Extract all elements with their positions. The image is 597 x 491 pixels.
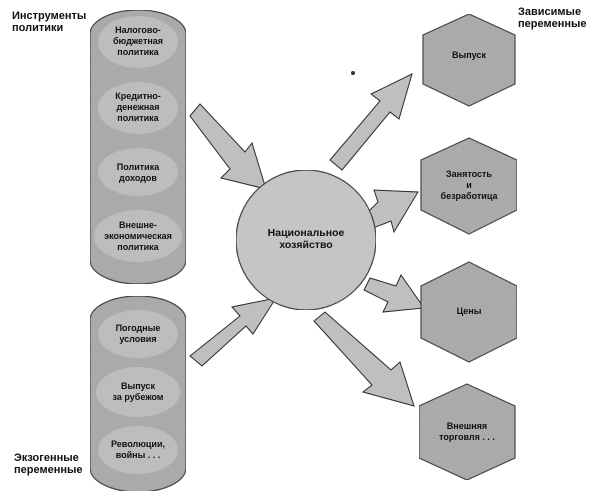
arrow-economy-to-prices — [363, 273, 425, 313]
instrument-label-foreign-trade: Внешне- экономическая политика — [104, 220, 172, 252]
instrument-label-fiscal: Налогово- бюджетная политика — [112, 25, 164, 57]
national-economy-label: Национальное хозяйство — [267, 227, 345, 251]
instrument-ellipse-foreign-trade — [94, 210, 182, 262]
arrow-economy-to-trade — [313, 311, 415, 407]
hexagon-output — [422, 13, 516, 107]
outcome-hexagons — [418, 13, 518, 481]
scan-speck — [351, 71, 355, 75]
hexagon-trade — [418, 383, 516, 481]
exogenous-label-weather: Погодные условия — [115, 323, 161, 344]
exogenous-label-foreign-output: Выпуск за рубежом — [112, 381, 164, 402]
exogenous-ellipse-weather — [98, 310, 178, 358]
exogenous-label-wars: Революции, войны . . . — [111, 439, 165, 460]
instruments-cylinder — [89, 9, 187, 285]
exogenous-heading: Экзогенные переменные — [14, 452, 83, 476]
arrow-economy-to-output — [329, 73, 413, 171]
instrument-label-incomes: Политика доходов — [116, 162, 160, 183]
dependent-heading: Зависимые переменные — [518, 6, 587, 30]
exogenous-ellipse-foreign-output — [96, 367, 180, 417]
arrows-group — [189, 73, 425, 407]
arrow-exogenous-to-economy — [189, 297, 278, 367]
instrument-ellipse-monetary — [98, 82, 178, 134]
exogenous-ellipse-wars — [98, 426, 178, 474]
arrow-instruments-to-economy — [189, 103, 267, 190]
national-economy-circle — [235, 169, 377, 311]
instrument-ellipse-incomes — [98, 148, 178, 196]
instruments-heading: Инструменты политики — [12, 10, 87, 34]
outcome-label-prices: Цены — [456, 306, 482, 316]
exogenous-cylinder — [89, 295, 187, 491]
outcome-label-trade: Внешняя торговля . . . — [439, 421, 495, 442]
instrument-label-monetary: Кредитно- денежная политика — [115, 91, 161, 123]
outcome-label-output: Выпуск — [452, 50, 486, 60]
hexagon-prices — [420, 261, 518, 363]
outcome-label-employment: Занятость и безработица — [440, 169, 498, 201]
hexagon-employment — [420, 137, 518, 235]
instrument-ellipse-fiscal — [98, 16, 178, 68]
